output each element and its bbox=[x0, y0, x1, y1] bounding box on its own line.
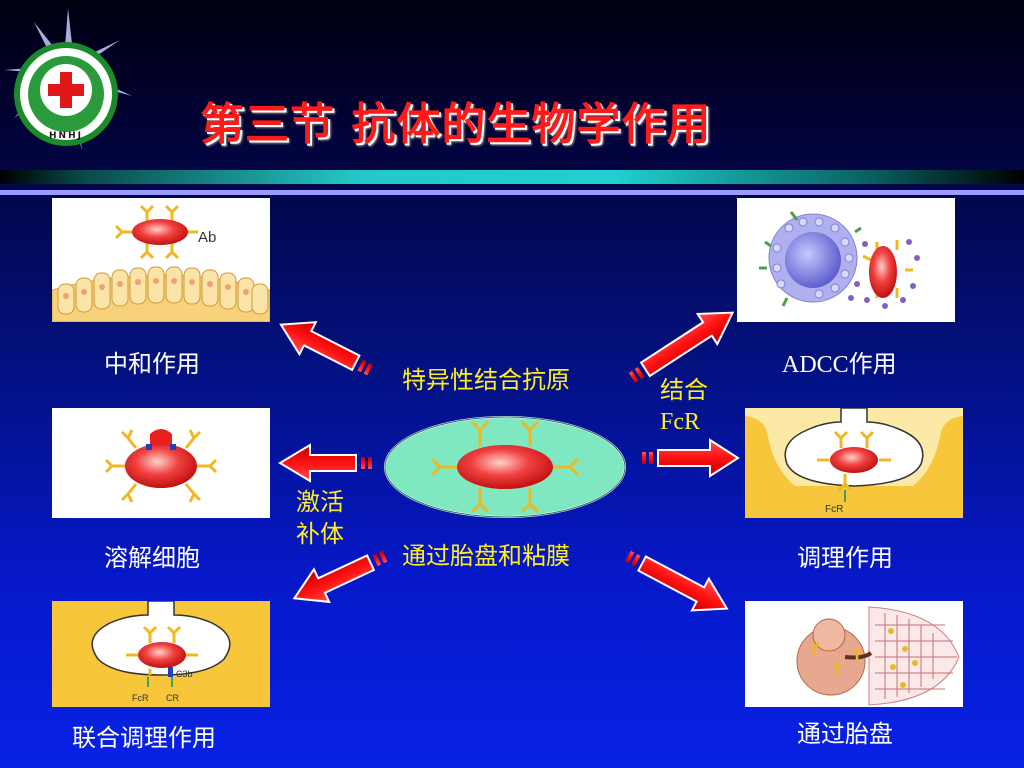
title-divider-bar bbox=[0, 170, 1024, 184]
label-joint-opsonization: 联合调理作用 bbox=[72, 724, 216, 752]
bind-fcr-label: 结合 FcR bbox=[660, 374, 708, 438]
cr-label: CR bbox=[166, 693, 179, 703]
bind-fcr-line1: 结合 bbox=[660, 376, 708, 404]
ab-label: Ab bbox=[198, 229, 216, 246]
center-top-label: 特异性结合抗原 bbox=[402, 366, 570, 394]
panel-neutralization: Ab bbox=[52, 198, 270, 322]
panel-opsonization: FcR bbox=[745, 408, 963, 518]
activate-complement-line1: 激活 bbox=[296, 488, 344, 516]
panel-joint-opsonization: C3b FcR CR bbox=[52, 601, 270, 707]
label-neutralization: 中和作用 bbox=[104, 350, 200, 378]
panel-lysis bbox=[52, 408, 270, 518]
page-title: 第三节 抗体的生物学作用 bbox=[200, 99, 712, 150]
arrow-to-placenta bbox=[625, 550, 729, 612]
center-antigen-ellipse bbox=[384, 416, 626, 518]
center-bottom-label: 通过胎盘和粘膜 bbox=[402, 542, 570, 570]
arrow-to-adcc bbox=[628, 311, 735, 384]
fcr-label: FcR bbox=[825, 504, 843, 515]
arrow-to-lysis bbox=[278, 443, 372, 483]
label-adcc: ADCC作用 bbox=[782, 352, 897, 378]
activate-complement-line2: 补体 bbox=[296, 520, 344, 548]
fcr-label-joint: FcR bbox=[132, 693, 149, 703]
panel-placenta bbox=[745, 601, 963, 707]
arrow-to-neutralization bbox=[279, 321, 373, 376]
arrow-to-opsonization bbox=[642, 438, 740, 478]
label-opsonization: 调理作用 bbox=[797, 544, 893, 572]
label-placenta: 通过胎盘 bbox=[797, 720, 893, 748]
logo-text: HNHJ bbox=[49, 131, 83, 141]
logo: HNHJ bbox=[0, 0, 140, 160]
label-lysis: 溶解细胞 bbox=[104, 544, 200, 572]
activate-complement-label: 激活 补体 bbox=[296, 486, 344, 550]
panel-adcc bbox=[737, 198, 955, 322]
title-divider-line bbox=[0, 190, 1024, 195]
c3b-label: C3b bbox=[176, 669, 193, 679]
bind-fcr-line2: FcR bbox=[660, 409, 701, 435]
arrow-to-joint-opsonization bbox=[292, 550, 388, 604]
